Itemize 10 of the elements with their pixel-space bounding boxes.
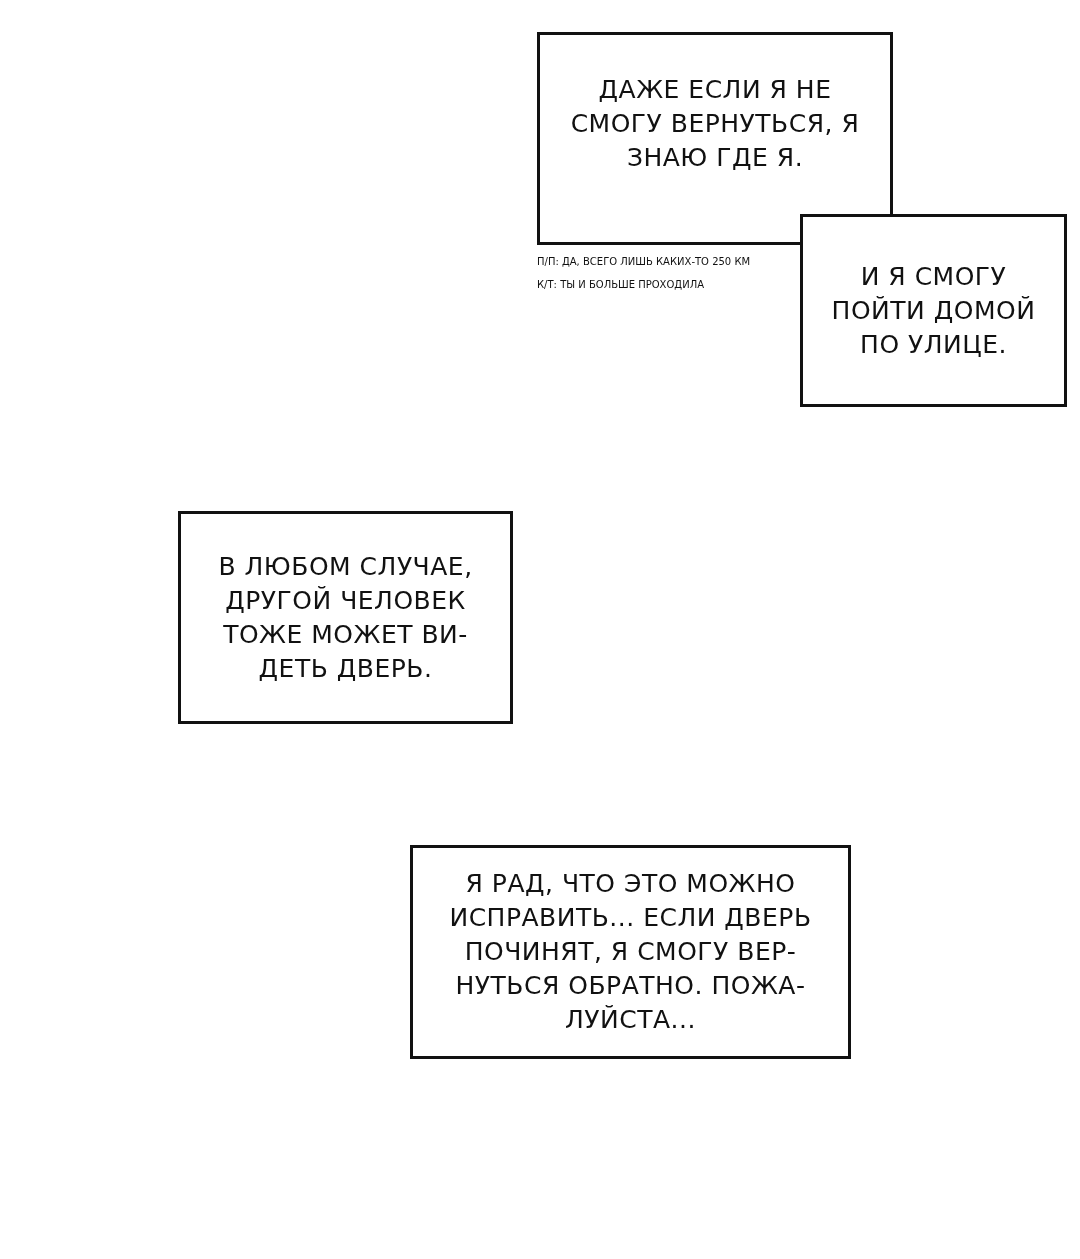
translator-note: П/П: ДА, ВСЕГО ЛИШЬ КАКИХ-ТО 250 КМ [537,256,751,267]
caption-text: ДАЖЕ ЕСЛИ Я НЕ СМОГУ ВЕРНУТЬСЯ, Я ЗНАЮ ГДЕ Я. [569,73,861,174]
caption-text: В ЛЮБОМ СЛУЧАЕ, ДРУГОЙ ЧЕЛОВЕК ТОЖЕ МОЖЕТ ВИ- ДЕТЬ ДВЕРЬ. [217,550,474,685]
caption-text: И Я СМОГУ ПОЙТИ ДОМОЙ ПО УЛИЦЕ. [830,260,1037,361]
caption-box [537,32,893,245]
caption-box [410,845,851,1059]
caption-text: Я РАД, ЧТО ЭТО МОЖНО ИСПРАВИТЬ... ЕСЛИ ДВЕРЬ ПОЧИНЯТ, Я СМОГУ ВЕР- НУТЬСЯ ОБРАТНО. ПОЖА- ЛУЙСТА... [448,868,813,1036]
caption-box [178,511,513,724]
caption-box [800,214,1067,407]
translator-note: К/Т: ТЫ И БОЛЬШЕ ПРОХОДИЛА [537,279,704,290]
